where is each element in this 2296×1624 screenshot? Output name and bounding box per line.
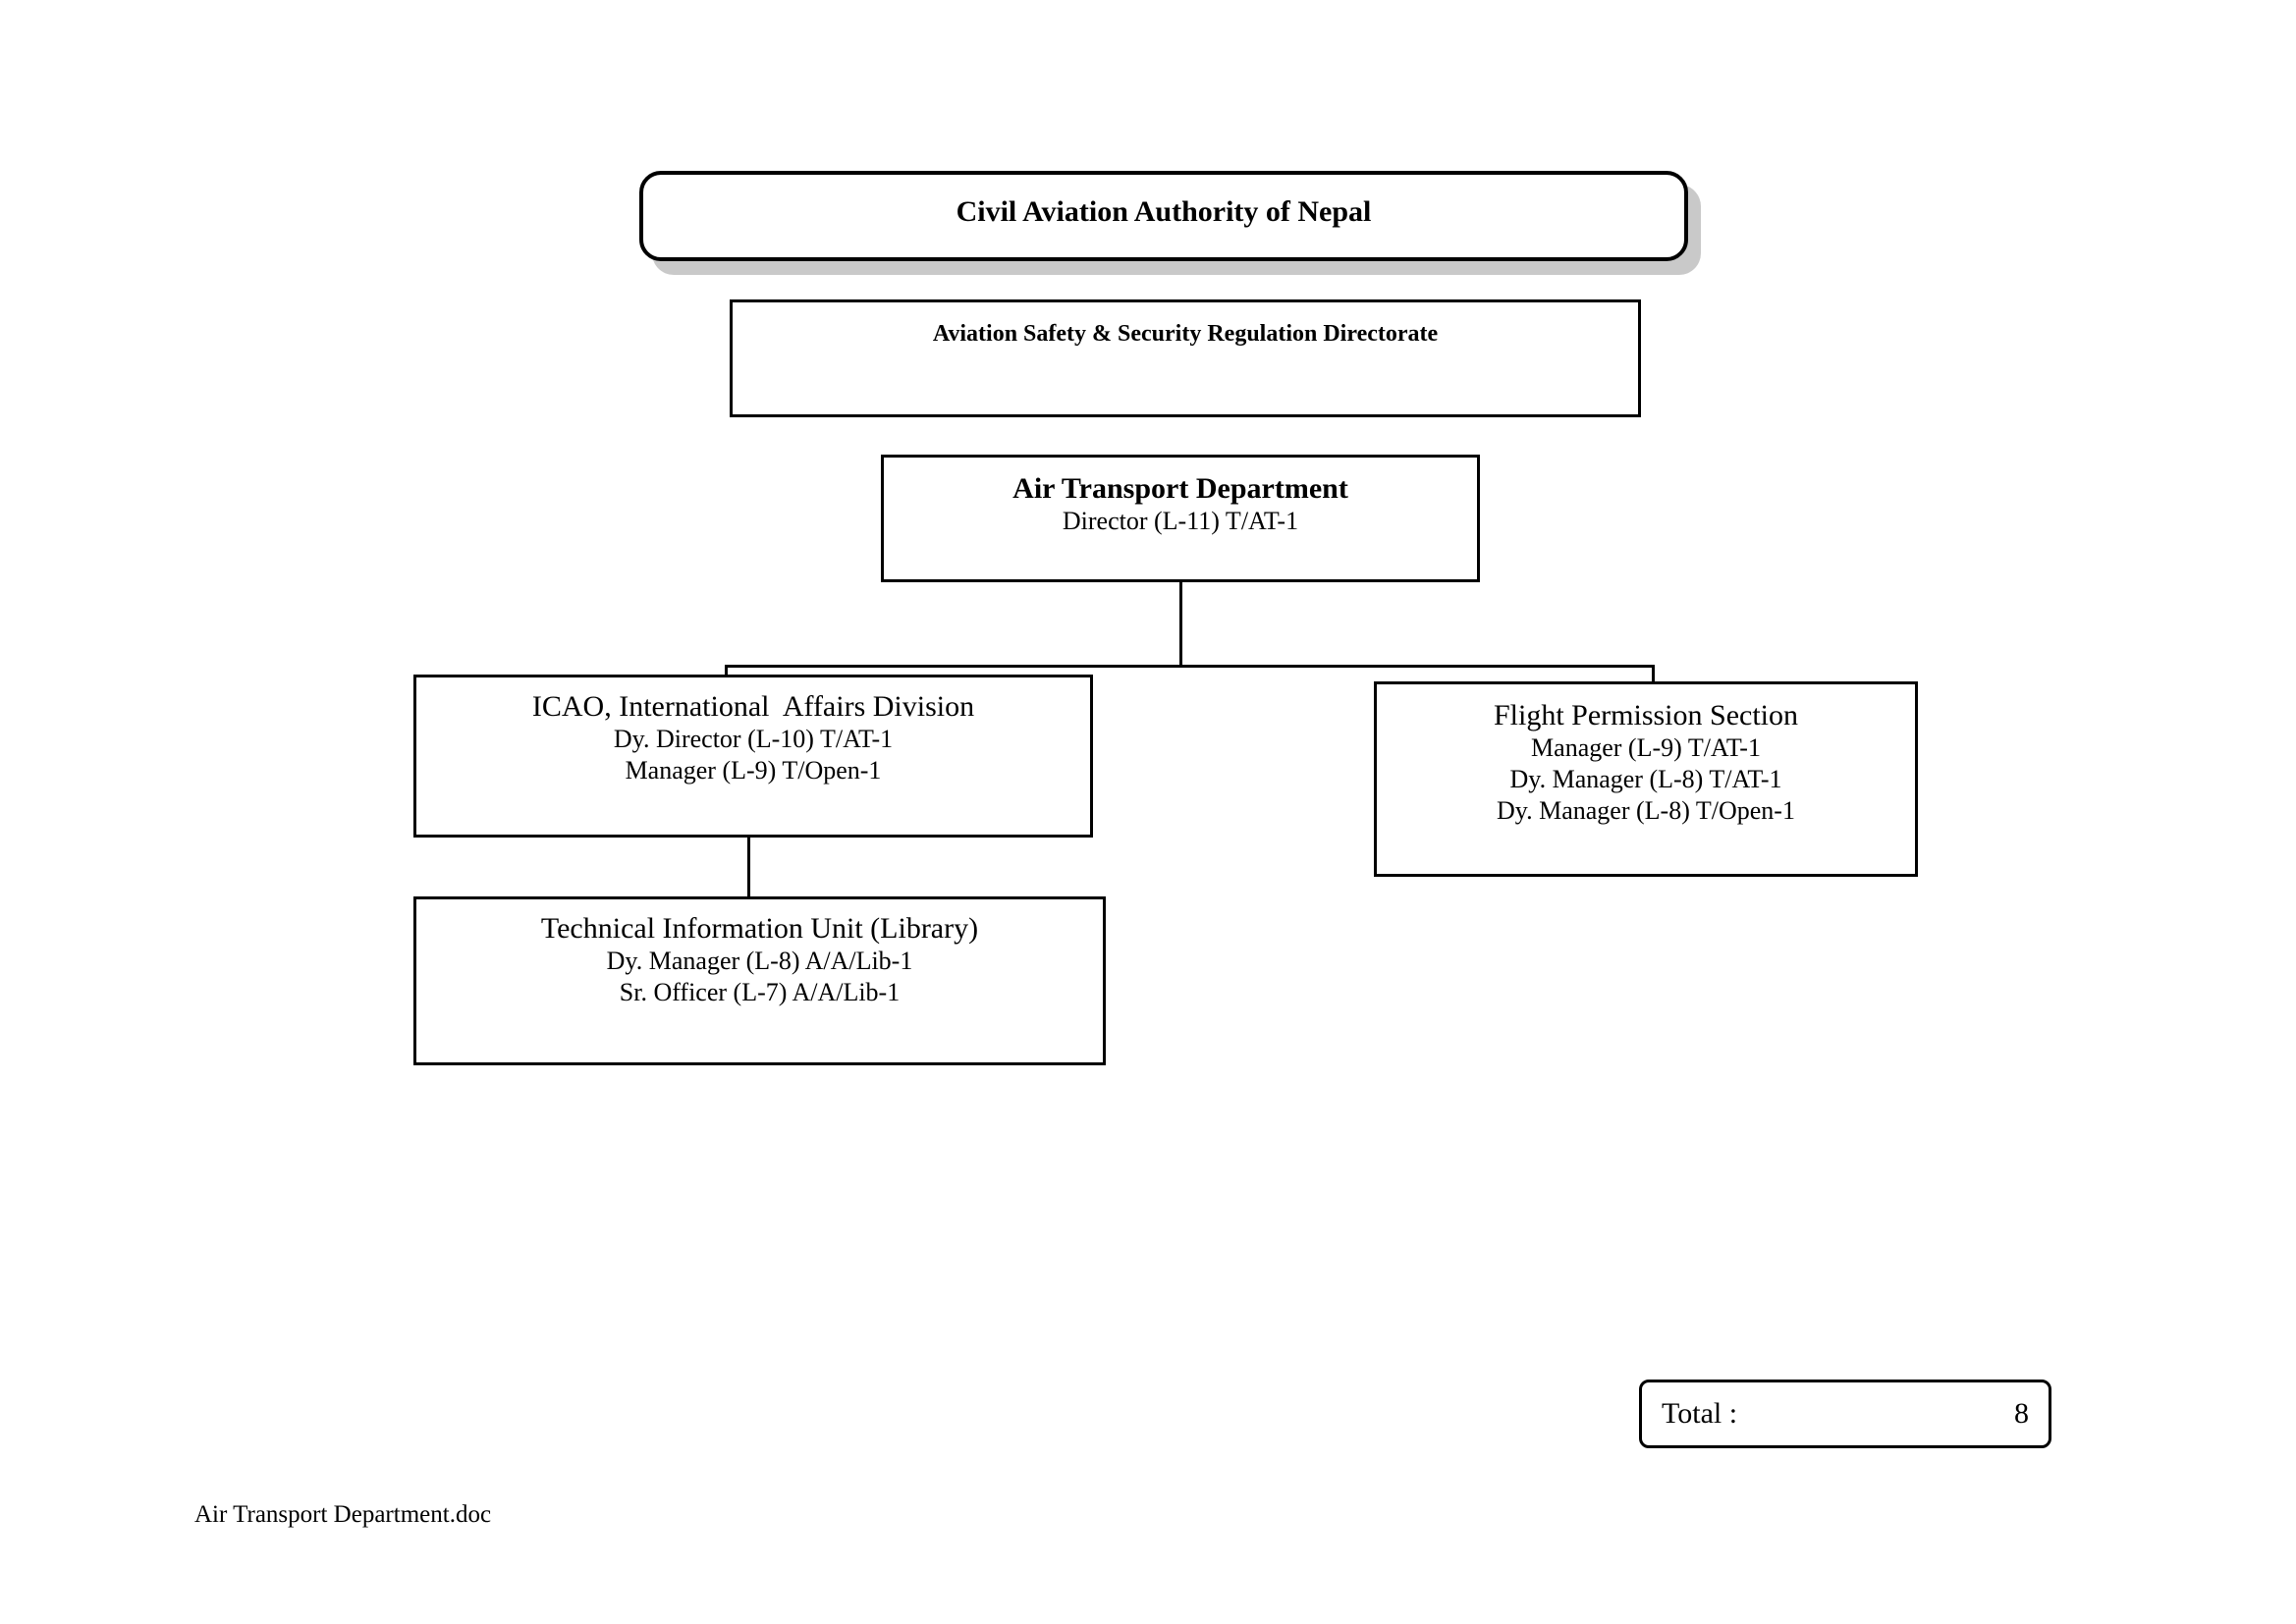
node-line-2: Dy. Manager (L-8) T/AT-1 [1509,765,1782,794]
node-title: Air Transport Department [1012,472,1348,505]
node-line-3: Dy. Manager (L-8) T/Open-1 [1497,795,1795,825]
node-line-1: Manager (L-9) T/AT-1 [1531,733,1761,763]
node-line-1: Director (L-11) T/AT-1 [1062,507,1299,536]
node-title: Aviation Safety & Security Regulation Di… [932,321,1439,347]
total-label: Total : [1662,1397,1738,1430]
node-aviation-safety-security-regulation-directorate[interactable]: Aviation Safety & Security Regulation Di… [730,299,1641,417]
footer-filename: Air Transport Department.doc [194,1501,492,1528]
connector-department-stem [1179,582,1182,668]
node-line-2: Sr. Officer (L-7) A/A/Lib-1 [619,978,901,1007]
node-line-1: Dy. Manager (L-8) A/A/Lib-1 [606,947,913,976]
node-title: Civil Aviation Authority of Nepal [956,195,1372,228]
total-value: 8 [2014,1397,2029,1430]
total-box: Total : 8 [1639,1380,2051,1448]
node-line-2: Manager (L-9) T/Open-1 [625,756,882,785]
connector-department-bar [725,665,1655,668]
node-line-1: Dy. Director (L-10) T/AT-1 [613,725,894,754]
node-icao-international-affairs-division[interactable]: ICAO, International Affairs Division Dy.… [413,675,1093,838]
connector-icao-to-technical-information-unit [747,835,750,899]
node-flight-permission-section[interactable]: Flight Permission Section Manager (L-9) … [1374,681,1918,877]
node-technical-information-unit-library[interactable]: Technical Information Unit (Library) Dy.… [413,896,1106,1065]
node-civil-aviation-authority-of-nepal[interactable]: Civil Aviation Authority of Nepal [639,171,1688,261]
node-title: Flight Permission Section [1493,699,1799,731]
node-air-transport-department[interactable]: Air Transport Department Director (L-11)… [881,455,1480,582]
node-title: ICAO, International Affairs Division [531,690,975,723]
node-title: Technical Information Unit (Library) [540,912,979,945]
